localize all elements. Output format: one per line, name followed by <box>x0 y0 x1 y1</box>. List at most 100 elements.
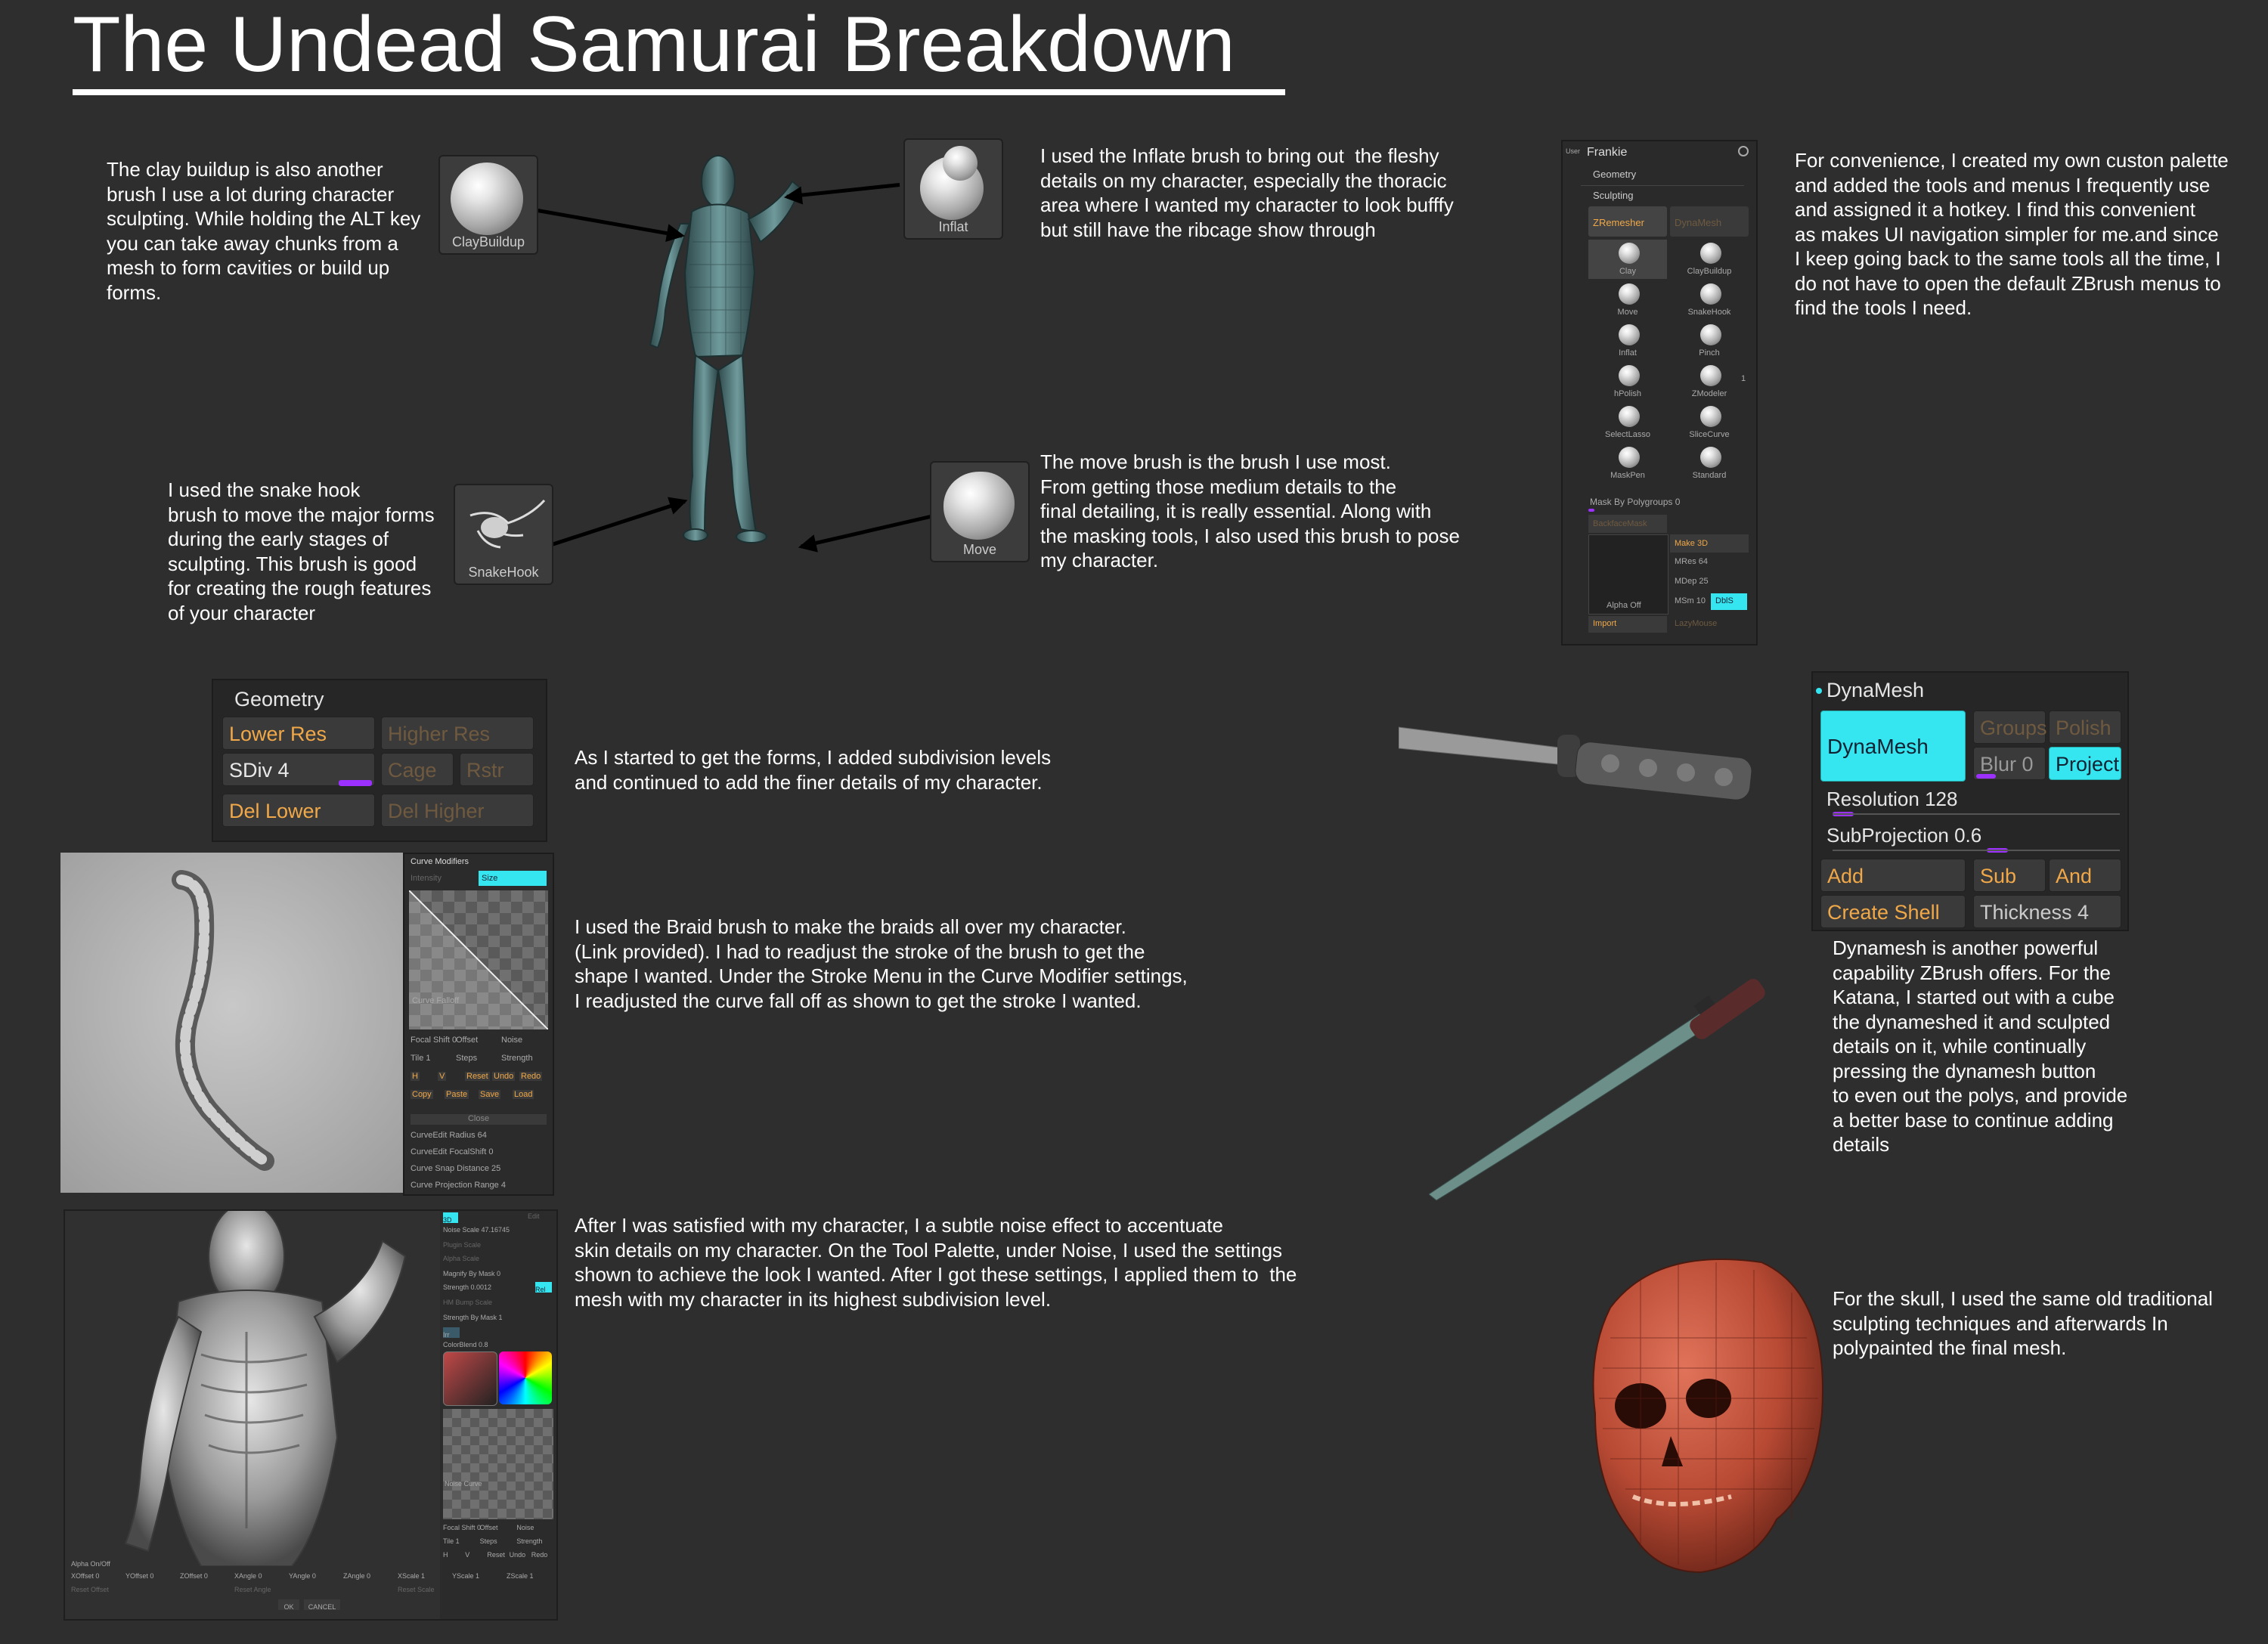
noise-control-reset[interactable]: Reset <box>487 1551 505 1559</box>
noise-control-steps[interactable]: Steps <box>479 1537 497 1545</box>
curve-control-save[interactable]: Save <box>479 1090 501 1099</box>
palette-brush-standard[interactable]: Standard <box>1670 444 1749 483</box>
palette-brush-clay[interactable]: Clay <box>1588 240 1667 279</box>
dynamesh-button[interactable]: DynaMesh <box>1820 711 1966 782</box>
noise-control-h[interactable]: H <box>443 1551 448 1559</box>
move-brush-tile[interactable]: Move <box>930 461 1030 562</box>
del-lower-button[interactable]: Del Lower <box>222 794 375 827</box>
alpha-scale[interactable]: Alpha Scale <box>443 1255 480 1262</box>
noise-axis-xoffset-0[interactable]: XOffset 0 <box>71 1572 100 1580</box>
hm-bump-scale[interactable]: HM Bump Scale <box>443 1299 493 1306</box>
curve-control-steps[interactable]: Steps <box>456 1054 478 1063</box>
palette-brush-selectlasso[interactable]: SelectLasso <box>1588 403 1667 442</box>
noise-control-strength[interactable]: Strength <box>516 1537 543 1545</box>
noise-curve-graph[interactable]: Noise Curve <box>443 1409 553 1519</box>
noise-cancel-button[interactable]: CANCEL <box>304 1599 340 1611</box>
noise-color-b[interactable] <box>499 1351 552 1404</box>
curveedit-radius[interactable]: CurveEdit Radius 64 <box>411 1131 487 1140</box>
magnify-by-mask[interactable]: Magnify By Mask 0 <box>443 1270 501 1277</box>
mask-by-polygroups[interactable]: Mask By Polygroups 0 <box>1590 497 1681 507</box>
curve-falloff-graph[interactable]: Curve Falloff <box>409 890 548 1029</box>
noise-axis-zoffset-0[interactable]: ZOffset 0 <box>180 1572 208 1580</box>
noise-axis-yangle-0[interactable]: YAngle 0 <box>289 1572 316 1580</box>
noise-control-undo[interactable]: Undo <box>509 1551 526 1559</box>
noise-rel-button[interactable]: Rel <box>535 1282 552 1293</box>
noise-axis-yscale-1[interactable]: YScale 1 <box>452 1572 480 1580</box>
plugin-scale[interactable]: Plugin Scale <box>443 1241 482 1249</box>
palette-brush-claybuildup[interactable]: ClayBuildup <box>1670 240 1749 279</box>
noise-axis-xscale-1[interactable]: XScale 1 <box>398 1572 426 1580</box>
project-button[interactable]: Project <box>2049 747 2121 780</box>
noise-axis-xangle-0[interactable]: XAngle 0 <box>234 1572 262 1580</box>
curve-control-redo[interactable]: Redo <box>519 1072 543 1081</box>
polish-button[interactable]: Polish <box>2049 711 2121 744</box>
cage-button[interactable]: Cage <box>381 753 454 786</box>
palette-brush-snakehook[interactable]: SnakeHook <box>1670 280 1749 320</box>
msm-slider[interactable]: MSm 10 <box>1675 596 1706 605</box>
resolution-slider[interactable]: Resolution 128 <box>1826 788 1958 810</box>
blur-slider[interactable]: Blur 0 <box>1973 747 2046 780</box>
del-higher-button[interactable]: Del Higher <box>381 794 534 827</box>
sub-button[interactable]: Sub <box>1973 859 2046 892</box>
palette-sculpting[interactable]: Sculpting <box>1593 190 1634 201</box>
colorblend-slider[interactable]: ColorBlend 0.8 <box>443 1341 488 1348</box>
noise-control-redo[interactable]: Redo <box>531 1551 548 1559</box>
curve-control-reset[interactable]: Reset <box>465 1072 490 1081</box>
dbls-button[interactable] <box>1711 593 1747 610</box>
palette-geometry[interactable]: Geometry <box>1593 169 1637 180</box>
curve-control-noise[interactable]: Noise <box>501 1036 523 1045</box>
noise-control-tile-1[interactable]: Tile 1 <box>443 1537 460 1545</box>
noise-edit-tab[interactable]: Edit <box>528 1212 540 1220</box>
palette-zremesher-button[interactable] <box>1588 206 1667 237</box>
mres-slider[interactable]: MRes 64 <box>1675 557 1709 566</box>
curve-control-load[interactable]: Load <box>513 1090 534 1099</box>
palette-brush-maskpen[interactable]: MaskPen <box>1588 444 1667 483</box>
curve-control-undo[interactable]: Undo <box>492 1072 516 1081</box>
palette-brush-inflat[interactable]: Inflat <box>1588 321 1667 361</box>
inflate-brush-tile[interactable]: Inflat <box>903 138 1003 240</box>
mask-by-polygroups-slider[interactable] <box>1588 509 1594 512</box>
noise-reset-angle[interactable]: Reset Angle <box>234 1586 271 1593</box>
curve-control-tile-1[interactable]: Tile 1 <box>411 1054 431 1063</box>
curve-snap-distance[interactable]: Curve Snap Distance 25 <box>411 1164 501 1173</box>
create-shell-button[interactable]: Create Shell <box>1820 895 1966 928</box>
palette-close-icon[interactable] <box>1738 146 1749 156</box>
backface-mask-button[interactable] <box>1588 515 1667 533</box>
and-button[interactable]: And <box>2049 859 2121 892</box>
curve-control-strength[interactable]: Strength <box>501 1054 533 1063</box>
curve-control-paste[interactable]: Paste <box>445 1090 469 1099</box>
noise-control-noise[interactable]: Noise <box>516 1524 534 1531</box>
noise-control-focal-shift-0[interactable]: Focal Shift 0 <box>443 1524 482 1531</box>
palette-brush-hpolish[interactable]: hPolish <box>1588 362 1667 401</box>
curve-intensity-tab[interactable]: Intensity <box>411 874 442 883</box>
curve-size-tab[interactable]: Size <box>479 871 547 886</box>
noise-control-offset[interactable]: Offset <box>479 1524 498 1531</box>
palette-dynamesh-button[interactable] <box>1670 206 1749 237</box>
palette-brush-pinch[interactable]: Pinch <box>1670 321 1749 361</box>
curve-closed-bar[interactable]: Close <box>411 1114 547 1125</box>
curve-control-copy[interactable]: Copy <box>411 1090 433 1099</box>
noise-scale-slider[interactable]: Noise Scale 47.16745 <box>443 1226 510 1234</box>
curve-projection-range[interactable]: Curve Projection Range 4 <box>411 1181 506 1190</box>
claybuildup-brush-tile[interactable]: ClayBuildup <box>438 155 538 255</box>
snakehook-brush-tile[interactable]: SnakeHook <box>454 484 553 585</box>
groups-button[interactable]: Groups <box>1973 711 2047 744</box>
sdiv-slider[interactable]: SDiv 4 <box>222 753 375 786</box>
curveedit-focalshift[interactable]: CurveEdit FocalShift 0 <box>411 1147 494 1156</box>
import-button[interactable] <box>1588 616 1667 633</box>
noise-strength-slider[interactable]: Strength 0.0012 <box>443 1283 492 1291</box>
noise-axis-zangle-0[interactable]: ZAngle 0 <box>343 1572 371 1580</box>
curve-control-v[interactable]: V <box>438 1072 447 1081</box>
mdep-slider[interactable]: MDep 25 <box>1675 577 1709 586</box>
alpha-thumbnail[interactable] <box>1588 534 1668 615</box>
alpha-onoff[interactable]: Alpha On/Off <box>71 1560 110 1568</box>
noise-axis-yoffset-0[interactable]: YOffset 0 <box>125 1572 154 1580</box>
noise-color-a[interactable] <box>443 1351 497 1406</box>
rstr-button[interactable]: Rstr <box>460 753 534 786</box>
lazymouse-button[interactable]: LazyMouse <box>1675 619 1718 628</box>
palette-brush-slicecurve[interactable]: SliceCurve <box>1670 403 1749 442</box>
noise-ok-button[interactable]: OK <box>278 1599 299 1611</box>
curve-control-h[interactable]: H <box>411 1072 420 1081</box>
noise-reset-offset[interactable]: Reset Offset <box>71 1586 109 1593</box>
noise-3d-tab[interactable]: 3D <box>443 1212 458 1224</box>
